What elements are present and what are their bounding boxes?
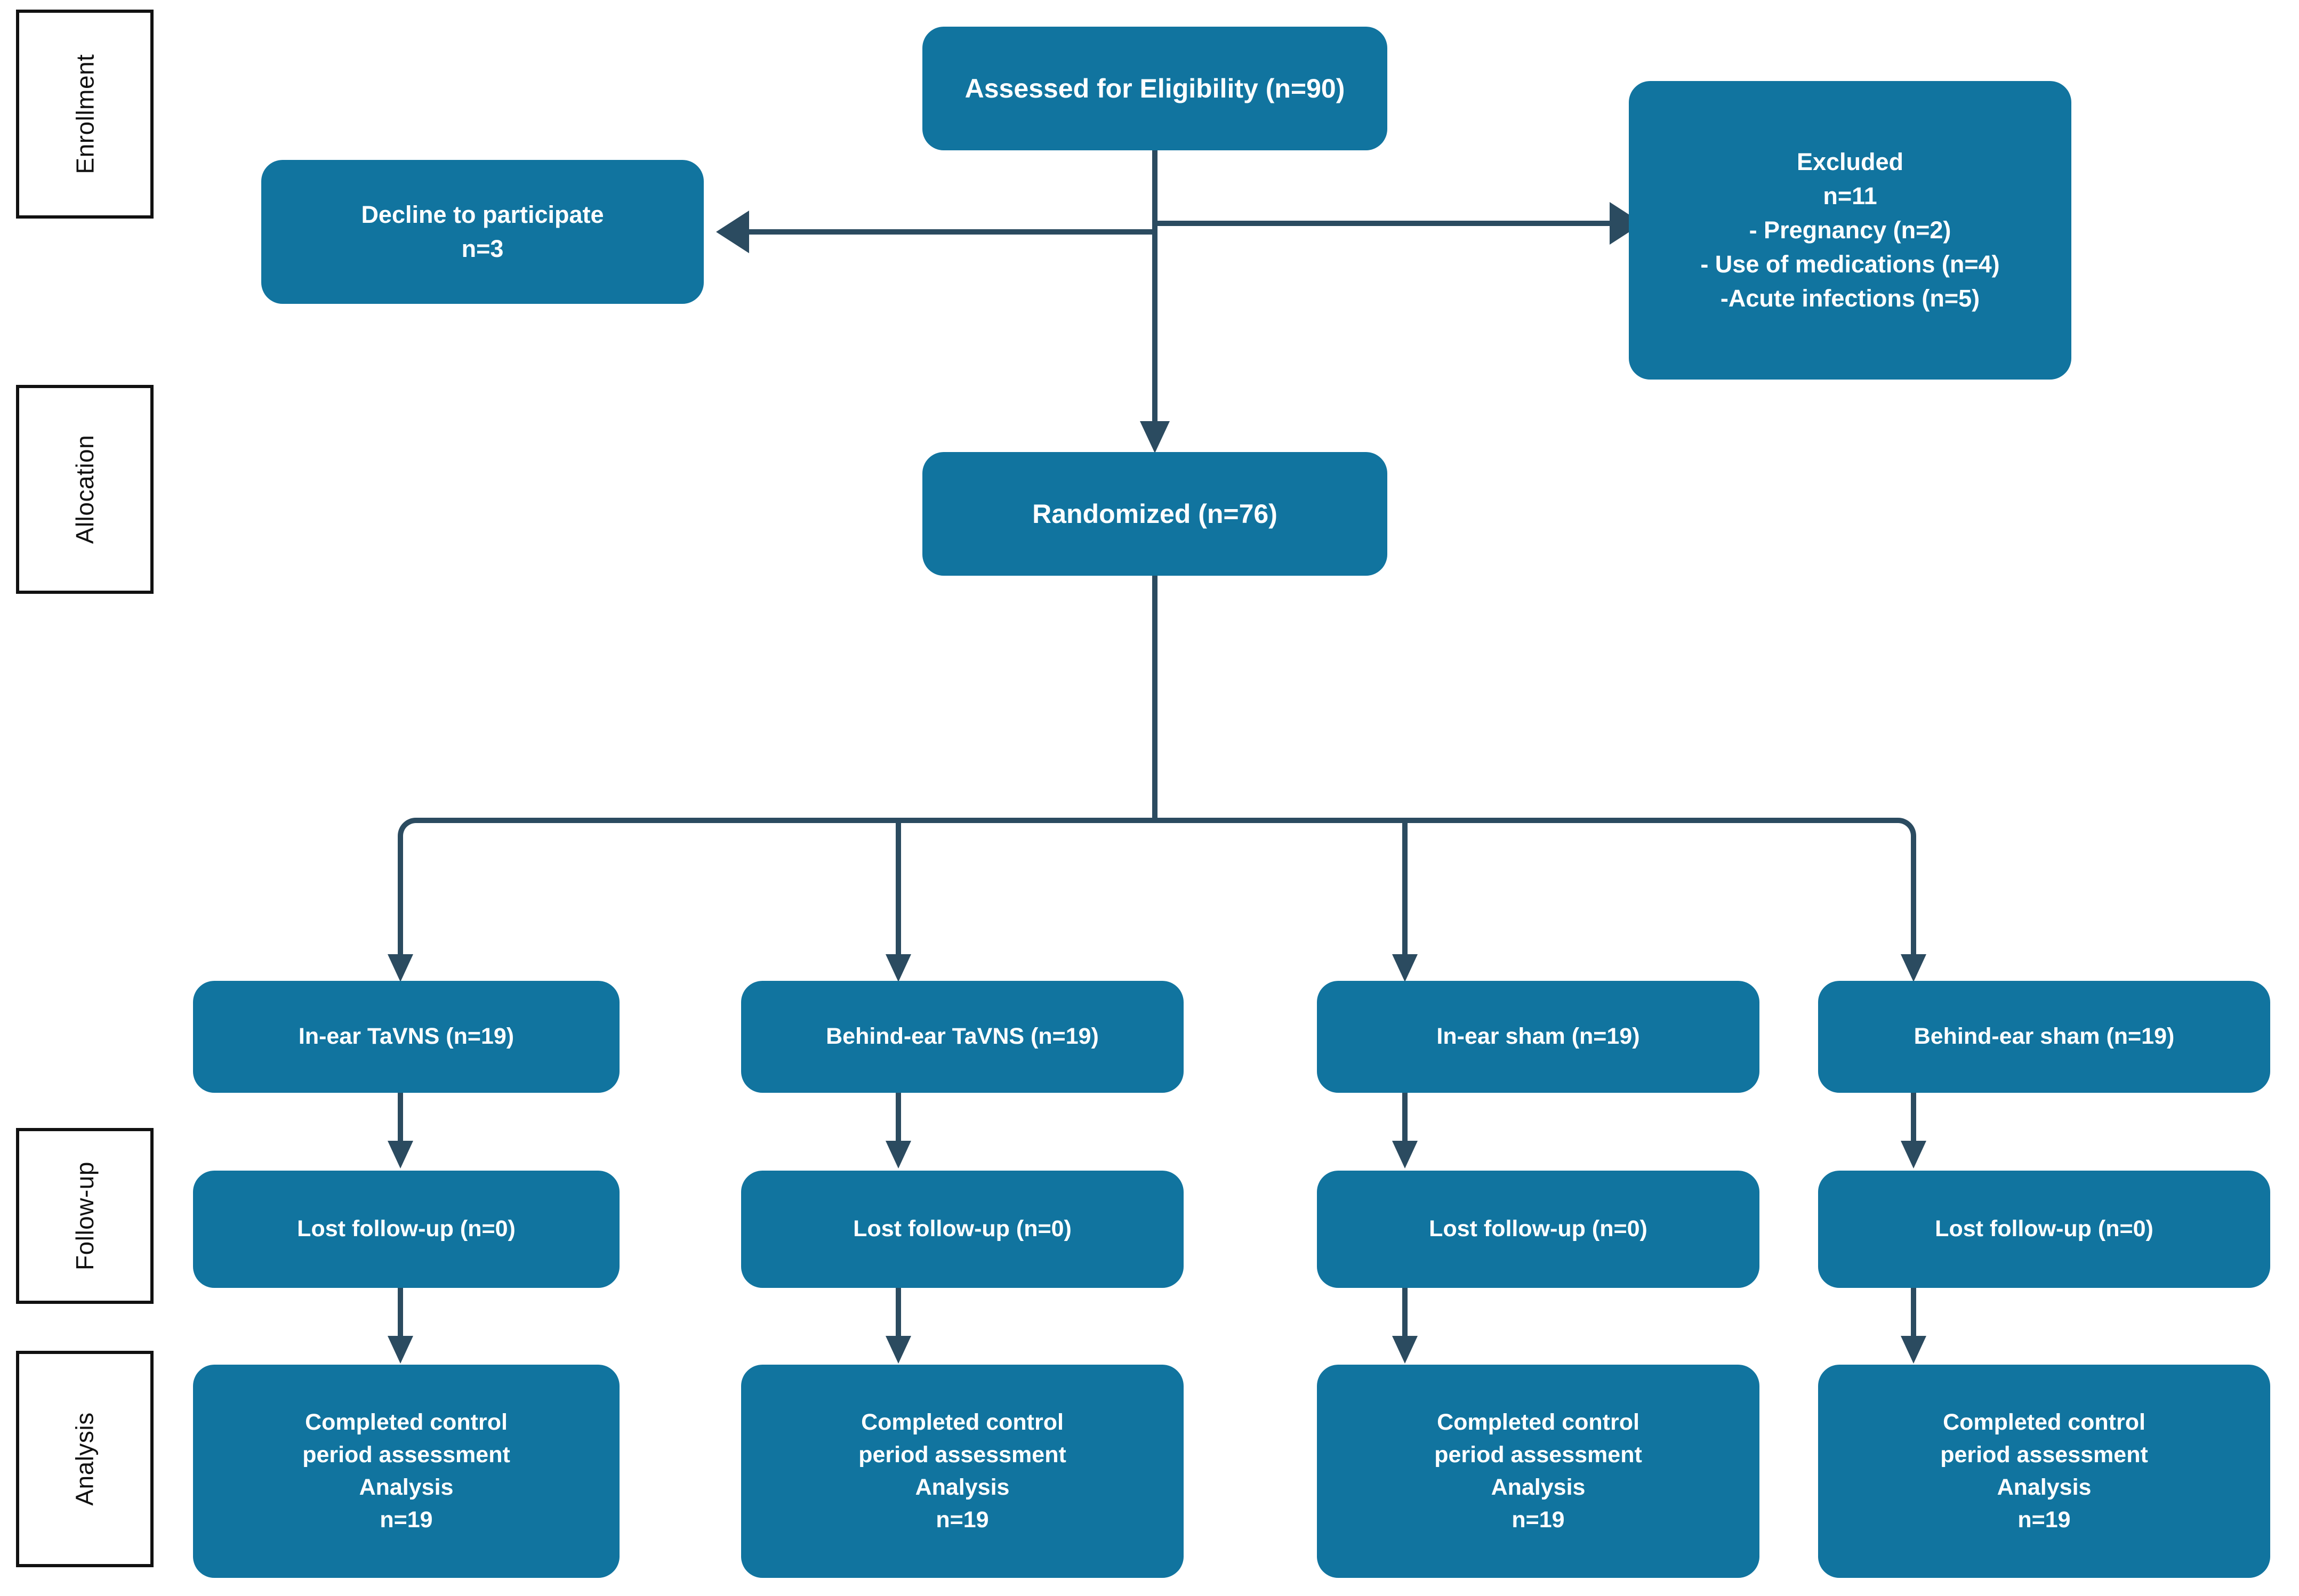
node-allocation-in-ear-sham-line-1: In-ear sham (n=19)	[1436, 1023, 1640, 1050]
node-analysis-behind-ear-sham-line-3: Analysis	[1997, 1474, 2092, 1500]
arrowhead-arm-2	[886, 954, 911, 982]
arrowhead-arm-4	[1901, 954, 1926, 982]
node-analysis-in-ear-sham-line-2: period assessment	[1434, 1441, 1642, 1468]
connector-split-elbow-left	[398, 818, 419, 839]
node-excluded-line-2: n=11	[1823, 182, 1877, 210]
stage-label-enrollment: Enrollment	[16, 10, 154, 219]
arrowhead-arm-1-analysis	[388, 1336, 413, 1364]
node-allocation-in-ear-sham: In-ear sham (n=19)	[1317, 981, 1759, 1093]
stage-label-enrollment-text: Enrollment	[71, 54, 99, 174]
arrowhead-arm-4-analysis	[1901, 1336, 1926, 1364]
connector-arm-4-alloc-to-followup	[1911, 1093, 1916, 1151]
connector-arm-2-followup-to-analysis	[896, 1288, 901, 1347]
connector-randomized-trunk	[1152, 576, 1157, 821]
node-analysis-in-ear-sham-line-4: n=19	[1512, 1507, 1565, 1533]
node-analysis-behind-ear-sham-line-1: Completed control	[1943, 1409, 2145, 1435]
node-analysis-behind-ear-tavns-line-2: period assessment	[858, 1441, 1066, 1468]
arrowhead-arm-2-analysis	[886, 1336, 911, 1364]
node-analysis-behind-ear-tavns-line-1: Completed control	[861, 1409, 1064, 1435]
node-decline-line-1: Decline to participate	[361, 201, 604, 229]
arrowhead-arm-3-analysis	[1392, 1336, 1418, 1364]
node-analysis-behind-ear-tavns-line-4: n=19	[936, 1507, 989, 1533]
connector-arm-1-followup-to-analysis	[398, 1288, 403, 1347]
node-analysis-in-ear-tavns-line-1: Completed control	[305, 1409, 508, 1435]
connector-arm-3-alloc-to-followup	[1402, 1093, 1408, 1151]
connector-arm-3-followup-to-analysis	[1402, 1288, 1408, 1347]
node-followup-behind-ear-tavns-line-1: Lost follow-up (n=0)	[853, 1216, 1072, 1242]
node-assessed-line-1: Assessed for Eligibility (n=90)	[964, 73, 1345, 103]
node-allocation-behind-ear-sham-line-1: Behind-ear sham (n=19)	[1914, 1023, 2175, 1050]
node-followup-in-ear-sham-line-1: Lost follow-up (n=0)	[1429, 1216, 1647, 1242]
node-analysis-behind-ear-tavns: Completed control period assessment Anal…	[741, 1365, 1184, 1578]
node-analysis-in-ear-tavns: Completed control period assessment Anal…	[193, 1365, 620, 1578]
connector-arm-4-followup-to-analysis	[1911, 1288, 1916, 1347]
node-followup-behind-ear-sham-line-1: Lost follow-up (n=0)	[1935, 1216, 2153, 1242]
node-allocation-behind-ear-tavns-line-1: Behind-ear TaVNS (n=19)	[826, 1023, 1099, 1050]
node-followup-behind-ear-sham: Lost follow-up (n=0)	[1818, 1171, 2270, 1288]
node-followup-in-ear-tavns: Lost follow-up (n=0)	[193, 1171, 620, 1288]
stage-label-allocation-text: Allocation	[70, 434, 99, 544]
node-analysis-behind-ear-sham-line-2: period assessment	[1940, 1441, 2148, 1468]
node-decline-line-2: n=3	[461, 235, 504, 262]
node-excluded-line-5: -Acute infections (n=5)	[1720, 284, 1980, 312]
connector-assessed-trunk	[1152, 150, 1157, 433]
arrowhead-to-randomized	[1140, 421, 1170, 453]
node-excluded-line-3: - Pregnancy (n=2)	[1749, 216, 1951, 244]
node-allocation-in-ear-tavns: In-ear TaVNS (n=19)	[193, 981, 620, 1093]
node-analysis-behind-ear-sham-line-4: n=19	[2017, 1507, 2071, 1533]
connector-split-bar	[416, 818, 1898, 823]
node-allocation-behind-ear-sham: Behind-ear sham (n=19)	[1818, 981, 2270, 1093]
connector-drop-arm-4	[1911, 837, 1916, 968]
node-analysis-in-ear-sham-line-3: Analysis	[1491, 1474, 1586, 1500]
connector-drop-arm-2	[896, 823, 901, 968]
node-analysis-in-ear-sham-line-1: Completed control	[1437, 1409, 1639, 1435]
node-allocation-in-ear-tavns-line-1: In-ear TaVNS (n=19)	[298, 1023, 515, 1050]
node-analysis-in-ear-sham: Completed control period assessment Anal…	[1317, 1365, 1759, 1578]
node-followup-in-ear-tavns-line-1: Lost follow-up (n=0)	[297, 1216, 516, 1242]
arrowhead-to-decline	[716, 211, 749, 253]
node-analysis-in-ear-tavns-line-2: period assessment	[302, 1441, 510, 1468]
node-decline-to-participate: Decline to participate n=3	[261, 160, 704, 304]
arrowhead-arm-4-followup	[1901, 1141, 1926, 1168]
node-followup-in-ear-sham: Lost follow-up (n=0)	[1317, 1171, 1759, 1288]
connector-drop-arm-3	[1402, 823, 1408, 968]
arrowhead-arm-3-followup	[1392, 1141, 1418, 1168]
node-excluded-line-4: - Use of medications (n=4)	[1700, 250, 2000, 278]
connector-to-decline	[749, 229, 1154, 235]
node-analysis-in-ear-tavns-line-3: Analysis	[359, 1474, 454, 1500]
node-randomized: Randomized (n=76)	[922, 452, 1387, 576]
arrowhead-arm-3	[1392, 954, 1418, 982]
connector-to-excluded	[1157, 221, 1611, 226]
node-excluded: Excluded n=11 - Pregnancy (n=2) - Use of…	[1629, 81, 2071, 380]
stage-label-analysis-text: Analysis	[70, 1412, 99, 1506]
stage-label-allocation: Allocation	[16, 385, 154, 594]
arrowhead-arm-1	[388, 954, 413, 982]
node-analysis-behind-ear-tavns-line-3: Analysis	[915, 1474, 1010, 1500]
arrowhead-arm-1-followup	[388, 1141, 413, 1168]
node-analysis-behind-ear-sham: Completed control period assessment Anal…	[1818, 1365, 2270, 1578]
node-assessed-for-eligibility: Assessed for Eligibility (n=90)	[922, 27, 1387, 150]
connector-split-elbow-right	[1895, 818, 1916, 839]
stage-label-analysis: Analysis	[16, 1351, 154, 1567]
connector-drop-arm-1	[398, 837, 403, 968]
node-allocation-behind-ear-tavns: Behind-ear TaVNS (n=19)	[741, 981, 1184, 1093]
stage-label-followup: Follow-up	[16, 1128, 154, 1304]
arrowhead-arm-2-followup	[886, 1141, 911, 1168]
node-randomized-line-1: Randomized (n=76)	[1032, 498, 1277, 529]
node-analysis-in-ear-tavns-line-4: n=19	[380, 1507, 433, 1533]
connector-arm-1-alloc-to-followup	[398, 1093, 403, 1151]
stage-label-followup-text: Follow-up	[70, 1162, 99, 1270]
node-followup-behind-ear-tavns: Lost follow-up (n=0)	[741, 1171, 1184, 1288]
node-excluded-line-1: Excluded	[1796, 148, 1904, 176]
connector-arm-2-alloc-to-followup	[896, 1093, 901, 1151]
